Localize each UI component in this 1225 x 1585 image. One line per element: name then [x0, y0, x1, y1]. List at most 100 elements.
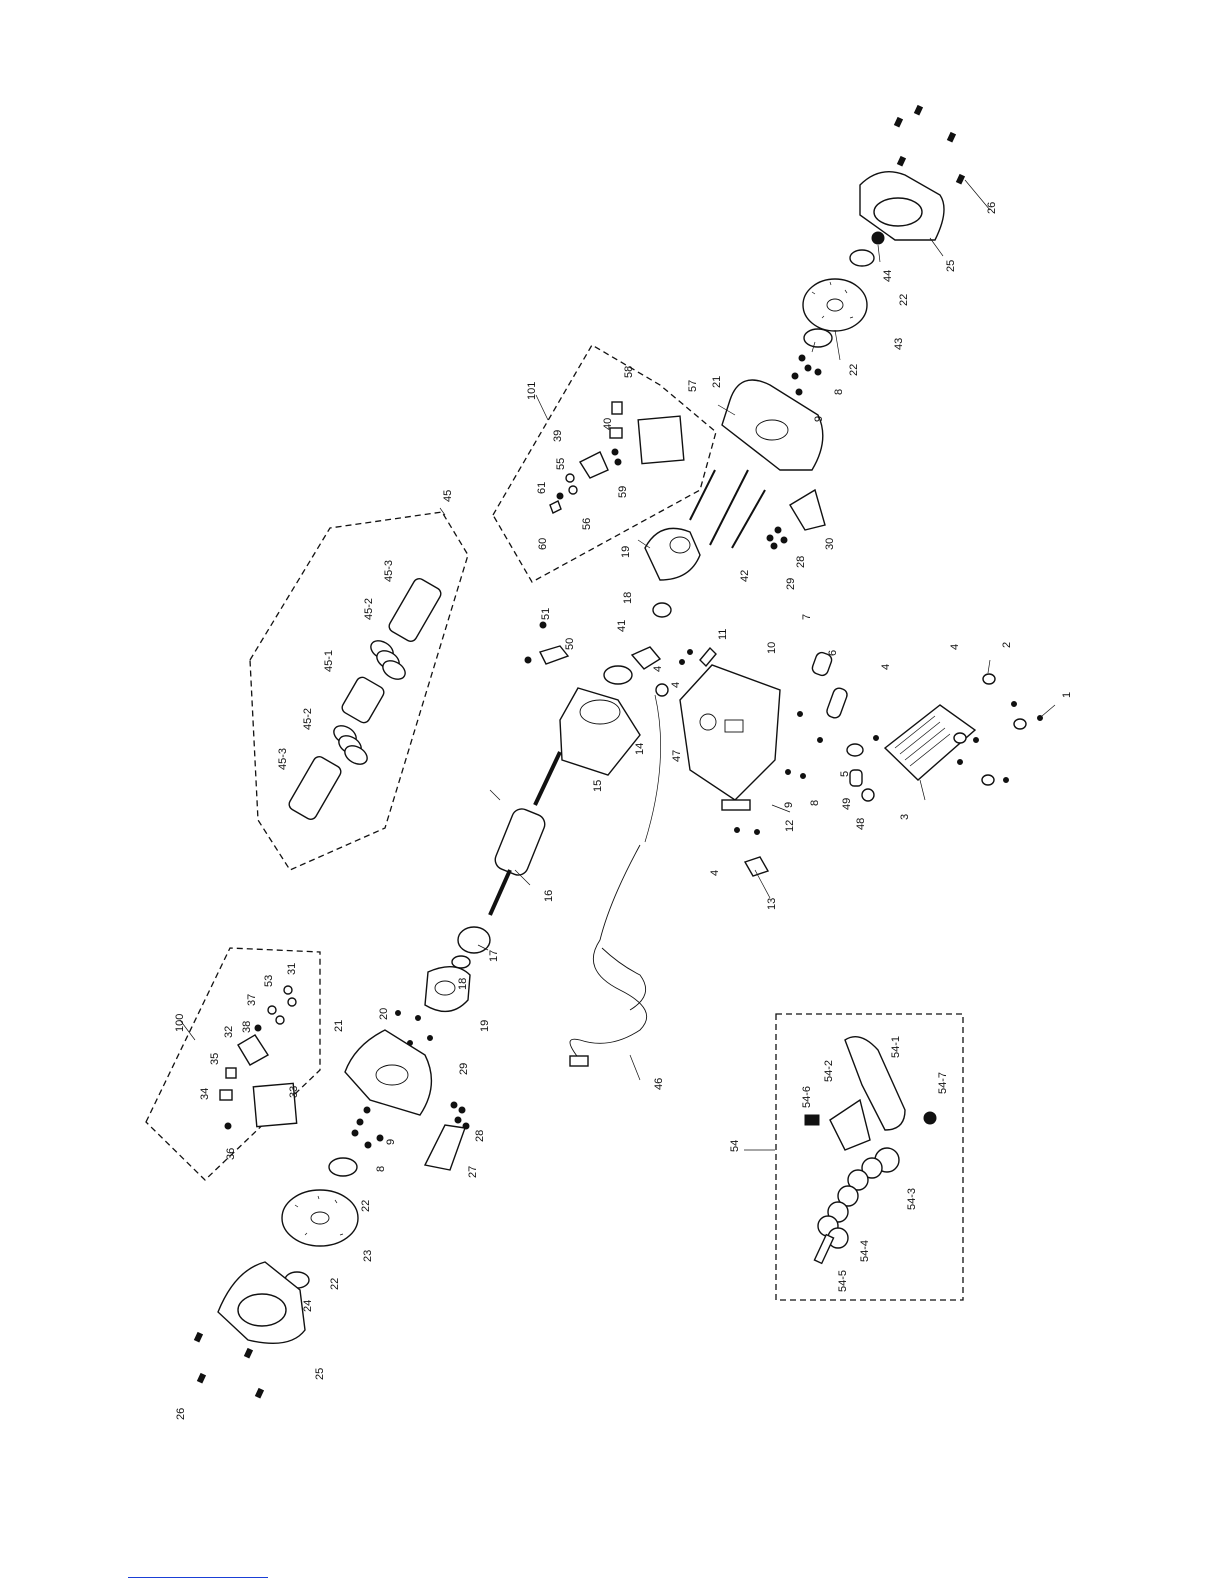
group-100-outline [146, 948, 320, 1180]
label-44: 44 [882, 270, 894, 282]
label-45-2-top: 45-2 [363, 598, 375, 620]
label-51: 51 [540, 608, 552, 620]
label-41: 41 [616, 620, 628, 632]
label-56: 56 [581, 518, 593, 530]
bolts-28-29-right [767, 527, 787, 549]
switch-12 [722, 800, 750, 810]
label-15: 15 [592, 780, 604, 792]
label-59: 59 [617, 486, 629, 498]
label-22-bottom-b: 22 [329, 1278, 341, 1290]
cord-clamp-47 [656, 684, 668, 696]
screw-4-base-b [755, 830, 760, 835]
cap-49 [850, 770, 862, 786]
label-28-top: 28 [795, 556, 807, 568]
label-26-bottom: 26 [175, 1408, 187, 1420]
label-54-2: 54-2 [823, 1060, 835, 1082]
flange-right-inner [804, 329, 832, 347]
grinding-wheel-right [803, 279, 867, 331]
clip-5 [847, 744, 863, 756]
label-26-top: 26 [986, 202, 998, 214]
label-18-top: 18 [622, 592, 634, 604]
label-45-3-bottom: 45-3 [277, 748, 289, 770]
screw-51 [540, 622, 546, 628]
label-19-top: 19 [620, 546, 632, 558]
label-54-5: 54-5 [837, 1270, 849, 1292]
tie-rods [690, 470, 765, 548]
label-29-bottom: 29 [458, 1063, 470, 1075]
guard-screws-right [894, 106, 964, 184]
label-54-3: 54-3 [906, 1188, 918, 1210]
label-8-base: 8 [809, 800, 821, 806]
capacitor-6 [825, 687, 848, 720]
grinding-wheel-left [282, 1190, 358, 1246]
guard-screws-left [194, 1333, 263, 1398]
screws-8-9-base [786, 712, 879, 779]
label-12: 12 [784, 820, 796, 832]
label-8-bottom: 8 [375, 1166, 387, 1172]
screws-4-top-b [680, 660, 685, 665]
screws-8-9-right [792, 355, 821, 395]
label-22-bottom-a: 22 [360, 1200, 372, 1212]
bolts-28-29-left [451, 1102, 469, 1129]
label-30: 30 [824, 538, 836, 550]
label-21-top: 21 [711, 376, 723, 388]
label-100: 100 [174, 1014, 186, 1032]
bearing-left [452, 956, 470, 968]
label-25-top: 25 [945, 260, 957, 272]
label-9-top: 9 [813, 416, 825, 422]
base-10 [680, 665, 780, 800]
label-8-top: 8 [833, 389, 845, 395]
label-36: 36 [225, 1148, 237, 1160]
label-2: 2 [1001, 642, 1013, 648]
label-45-3-top: 45-3 [383, 560, 395, 582]
label-49: 49 [841, 798, 853, 810]
screws-8-9-left [352, 1107, 383, 1148]
clip-48 [862, 789, 874, 801]
label-10: 10 [766, 642, 778, 654]
fan-17 [458, 927, 490, 953]
label-22-mid: 22 [848, 364, 860, 376]
label-4-c: 4 [880, 664, 892, 670]
label-25-bottom: 25 [314, 1368, 326, 1380]
leader-lines [180, 180, 1055, 1150]
label-23: 23 [362, 1250, 374, 1262]
label-19-bottom: 19 [479, 1020, 491, 1032]
label-11: 11 [717, 629, 729, 640]
label-61: 61 [536, 482, 548, 494]
screw-4-base [735, 828, 740, 833]
label-35: 35 [209, 1053, 221, 1065]
label-14: 14 [634, 743, 646, 755]
label-57: 57 [687, 380, 699, 392]
label-34: 34 [199, 1088, 211, 1100]
inner-guard-right [722, 380, 823, 470]
label-45-1: 45-1 [323, 650, 335, 672]
label-48: 48 [855, 818, 867, 830]
screws-4-top [688, 650, 693, 655]
switch-assembly-100 [220, 986, 297, 1129]
label-31: 31 [286, 963, 298, 975]
label-54-6: 54-6 [801, 1086, 813, 1108]
label-9-bottom: 9 [385, 1139, 397, 1145]
inner-guard-left [345, 1030, 431, 1115]
label-45: 45 [442, 490, 454, 502]
end-bell-right [645, 528, 700, 580]
label-33: 33 [288, 1086, 300, 1098]
label-4-d: 4 [949, 644, 961, 650]
flange-right-outer [850, 250, 874, 266]
strain-relief-11 [700, 648, 716, 666]
label-4-a: 4 [652, 666, 664, 672]
label-5: 5 [839, 771, 851, 777]
brush-ring-41 [604, 666, 632, 684]
label-13: 13 [766, 898, 778, 910]
label-16: 16 [543, 890, 555, 902]
label-54-7: 54-7 [937, 1072, 949, 1094]
wheel-guard-right [860, 172, 944, 240]
label-54-4: 54-4 [859, 1240, 871, 1262]
label-24: 24 [302, 1300, 314, 1312]
nut-44 [872, 232, 884, 244]
label-42: 42 [739, 570, 751, 582]
screw-51b [525, 657, 531, 663]
label-37: 37 [246, 994, 258, 1006]
label-43: 43 [893, 338, 905, 350]
